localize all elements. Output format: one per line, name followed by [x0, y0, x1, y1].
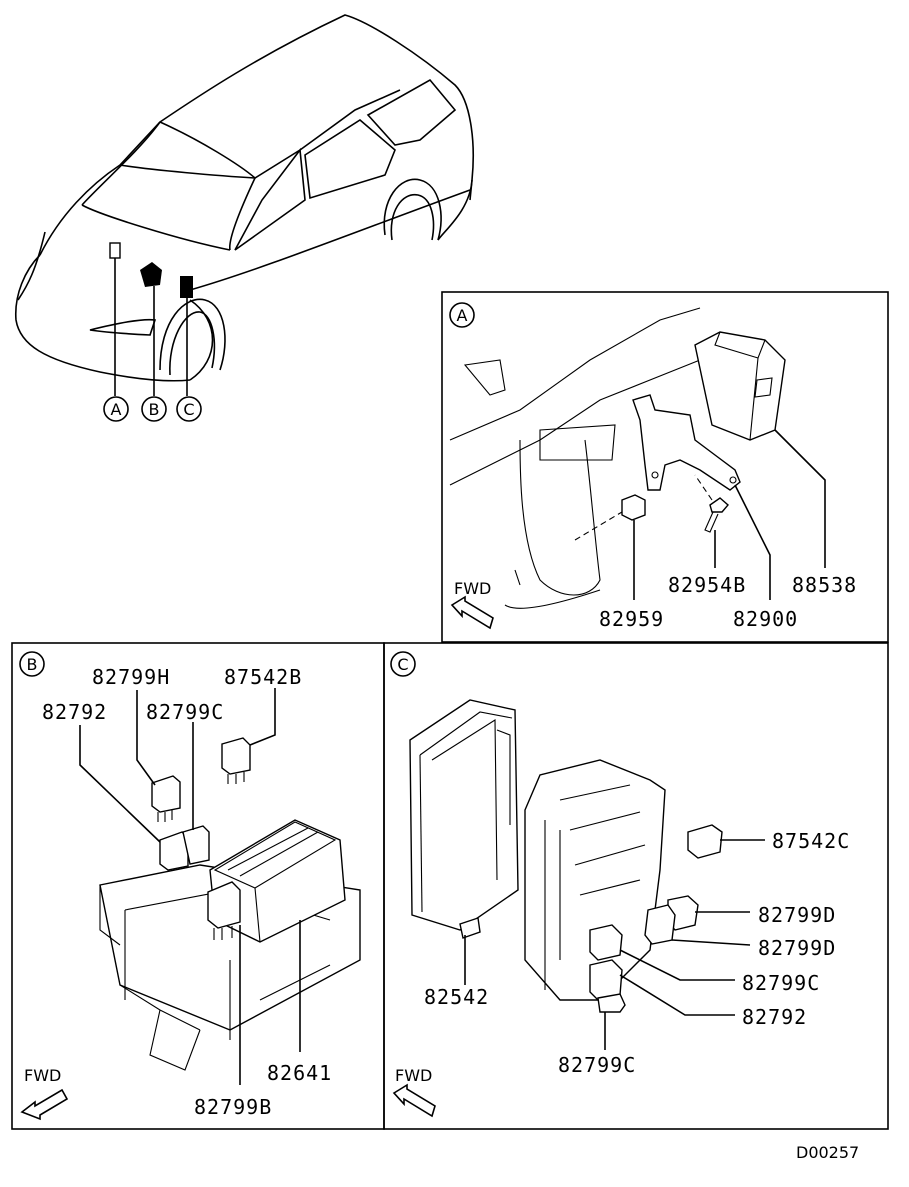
- part-label-82799b: 82799B: [194, 1095, 272, 1119]
- part-label-82542: 82542: [424, 985, 489, 1009]
- car-overview: A B C: [15, 14, 474, 422]
- part-label-82641: 82641: [267, 1061, 332, 1085]
- callout-a: A: [111, 400, 122, 419]
- part-label-82799c-upper: 82799C: [742, 971, 820, 995]
- panel-a-fwd-label: FWD: [454, 579, 491, 598]
- part-label-82799c-lower: 82799C: [558, 1053, 636, 1077]
- part-label-82799d-upper: 82799D: [758, 903, 836, 927]
- panel-b-marker: B: [27, 655, 38, 674]
- part-label-82900: 82900: [733, 607, 798, 631]
- part-label-87542b: 87542B: [224, 665, 302, 689]
- panel-a-marker: A: [457, 306, 468, 325]
- part-label-82954b: 82954B: [668, 573, 746, 597]
- callout-b: B: [149, 400, 160, 419]
- part-label-82799d-lower: 82799D: [758, 936, 836, 960]
- part-label-82799h: 82799H: [92, 665, 170, 689]
- panel-c-fwd-label: FWD: [395, 1066, 432, 1085]
- callout-c: C: [183, 400, 194, 419]
- diagram-id: D00257: [796, 1143, 859, 1162]
- panel-c: C 87542C 82799D 82799D 82799C: [383, 642, 889, 1130]
- panel-c-marker: C: [397, 655, 408, 674]
- part-label-82799c-b: 82799C: [146, 700, 224, 724]
- panel-a: A 88538 82954B 82900 82959: [441, 291, 889, 643]
- panel-b: B 82799H 87542B 82792 8279: [11, 642, 385, 1130]
- part-label-82792-c: 82792: [742, 1005, 807, 1029]
- part-label-82959: 82959: [599, 607, 664, 631]
- part-label-87542c: 87542C: [772, 829, 850, 853]
- panel-b-fwd-label: FWD: [24, 1066, 61, 1085]
- part-label-88538: 88538: [792, 573, 857, 597]
- part-label-82792: 82792: [42, 700, 107, 724]
